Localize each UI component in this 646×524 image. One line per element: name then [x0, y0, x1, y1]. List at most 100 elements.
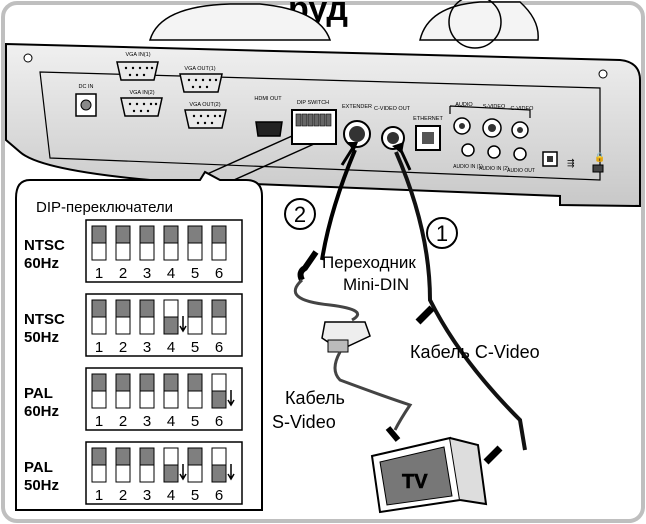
vga-in2-label: VGA IN(2): [129, 90, 154, 96]
s-video-plug: [385, 426, 401, 442]
screw-left: [23, 53, 33, 63]
dip-leader-line: [204, 135, 293, 176]
device-lens-ring: [448, 0, 502, 49]
dip-switch-lever-up: [91, 447, 107, 466]
screw-right: [598, 69, 608, 79]
c-video-cable: [394, 151, 527, 451]
adapter-label-line1: Переходник: [322, 253, 416, 272]
dip-switch-lever-up: [163, 225, 179, 244]
dip-switch-number: 6: [215, 487, 223, 504]
dip-switch-lever-up: [115, 373, 131, 392]
dip-switch-number: 2: [119, 487, 127, 504]
s-video-label-line2: S-Video: [272, 412, 336, 432]
s-video-label: S-VIDEO: [483, 104, 506, 110]
dip-switch-number: 6: [215, 413, 223, 430]
vga-in1-port: [116, 61, 159, 81]
dip-switch-number: 5: [191, 339, 199, 356]
c-video-plug-bottom: [483, 445, 503, 465]
dip-switch-number: 4: [167, 413, 175, 430]
ethernet-port-inner: [422, 132, 434, 144]
audio-out-label: AUDIO OUT: [507, 168, 535, 174]
dip-switch-lever-up: [211, 299, 227, 318]
dip-switch-lever-up: [187, 225, 203, 244]
dip-switch-keys: [295, 113, 332, 127]
vga-out2-label: VGA OUT(2): [189, 102, 220, 108]
dip-switch-number: 3: [143, 487, 151, 504]
dip-switch-lever-up: [139, 299, 155, 318]
dip-switch-lever-up: [91, 299, 107, 318]
c-video-out-label: C-VIDEO OUT: [374, 106, 411, 112]
hdmi-out-port: [255, 121, 283, 137]
audio-port-core: [459, 123, 465, 129]
c-video-plug-top: [415, 305, 435, 325]
dip-switch-number: 3: [143, 413, 151, 430]
down-arrow-icon: [227, 464, 235, 481]
extender-port-core: [349, 126, 365, 142]
dip-switch-number: 5: [191, 413, 199, 430]
adapter-label-line2: Mini-DIN: [343, 275, 409, 294]
dc-in-pin: [80, 99, 92, 111]
dip-leader-line-2: [224, 143, 315, 185]
mini-din-plug: [297, 250, 319, 282]
tv-label: TV: [402, 471, 428, 493]
adapter-out: [327, 339, 349, 353]
device-top-left: [148, 3, 332, 41]
lock-icon: 🔒: [594, 152, 605, 163]
audio-in2-port: [487, 145, 501, 159]
dip-switch-lever-up: [211, 225, 227, 244]
security-slot: [592, 164, 604, 173]
dip-switch-number: 1: [95, 413, 103, 430]
dip-switch-lever-down: [211, 390, 227, 409]
down-arrow-icon: [179, 316, 187, 333]
arrow-2-head: [347, 142, 358, 152]
vga-in2-port: [120, 97, 163, 117]
arrow-1-head: [392, 142, 404, 154]
tv-screen: [379, 446, 453, 506]
callout-1-number: 1: [436, 221, 448, 246]
dip-mode-frequency: 60Hz: [24, 403, 59, 420]
dip-title: DIP-переключатели: [36, 199, 173, 216]
audio-in1-port: [461, 143, 475, 157]
back-panel-inner: [39, 71, 601, 181]
c-video-out-core: [387, 132, 399, 144]
dip-switch-number: 5: [191, 487, 199, 504]
down-arrow-icon: [227, 390, 235, 407]
dip-switch-number: 4: [167, 339, 175, 356]
dip-mode-frequency: 50Hz: [24, 477, 59, 494]
c-video-port-core: [517, 127, 523, 133]
down-arrow-icon: [179, 464, 187, 481]
dip-switch-lever-up: [139, 225, 155, 244]
dip-switch-number: 1: [95, 487, 103, 504]
dip-switch-number: 3: [143, 339, 151, 356]
dip-switch-number: 5: [191, 265, 199, 282]
dip-switch-lever-up: [91, 225, 107, 244]
dip-switch-number: 3: [143, 265, 151, 282]
vga-in1-label: VGA IN(1): [125, 52, 150, 58]
callout-1-circle: [426, 217, 458, 249]
dip-switch-lever-down: [211, 464, 227, 483]
device-top-right: [419, 1, 539, 41]
audio-label: AUDIO: [455, 102, 473, 108]
dip-switch-lever-up: [139, 373, 155, 392]
dip-mode-standard: PAL: [24, 385, 53, 402]
dip-switch-number: 2: [119, 339, 127, 356]
s-video-cable: [333, 351, 413, 431]
usb-icon: ⇶: [567, 158, 575, 169]
callout-2-number: 2: [294, 202, 306, 227]
dip-mode-standard: PAL: [24, 459, 53, 476]
dip-switch-number: 4: [167, 265, 175, 282]
vga-out1-port: [179, 73, 223, 93]
vga-pins: [124, 66, 222, 125]
vga-out2-port: [184, 109, 227, 129]
dip-switch-lever-up: [115, 447, 131, 466]
vga-out1-label: VGA OUT(1): [184, 66, 215, 72]
dip-switch-lever-up: [115, 299, 131, 318]
